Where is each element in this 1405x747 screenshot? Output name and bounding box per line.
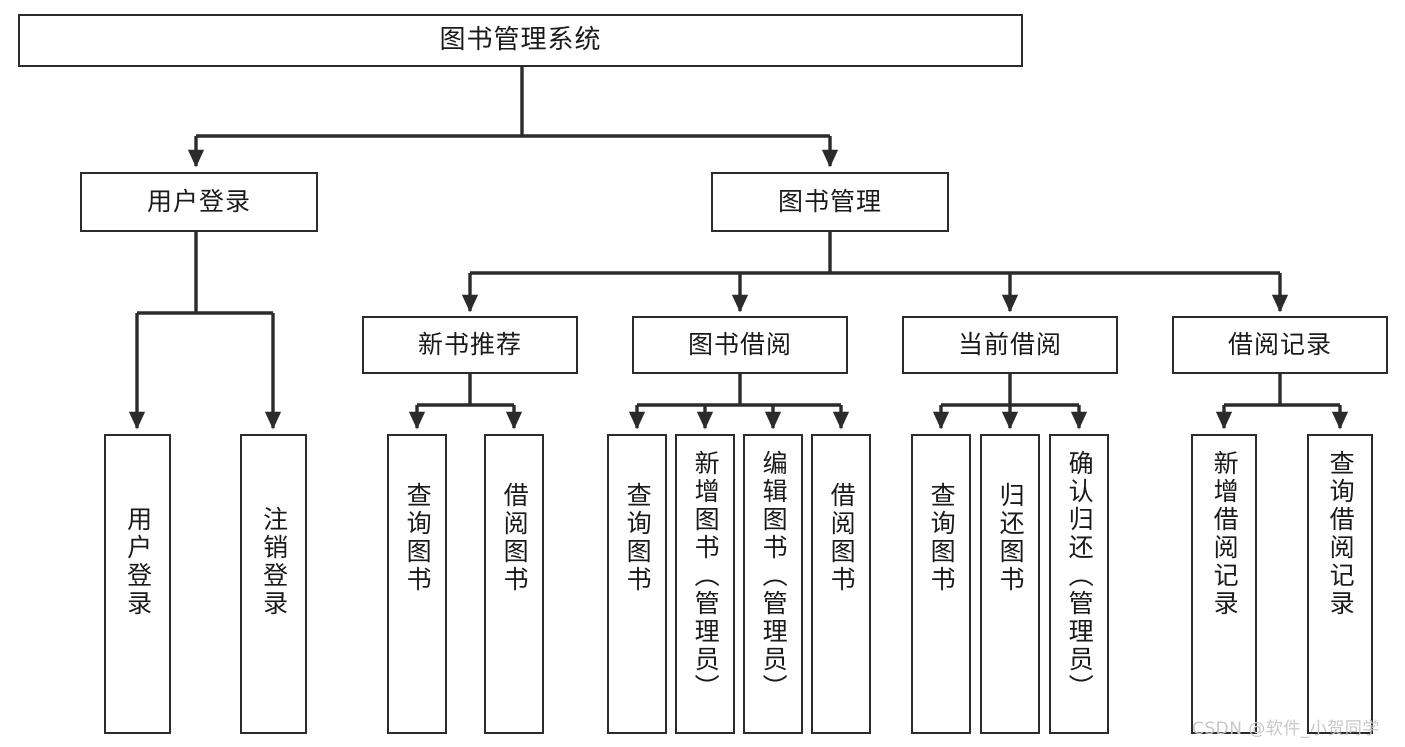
node-leaf-user-logout[interactable]: 注销登录: [240, 434, 307, 734]
node-leaf-borrow-book-1-label: 借阅图书: [500, 482, 530, 594]
node-root[interactable]: 图书管理系统: [18, 14, 1023, 67]
node-book-borrow[interactable]: 图书借阅: [632, 316, 848, 374]
node-leaf-edit-book-label: 编辑图书（管理员）: [759, 450, 789, 702]
node-leaf-user-logout-label: 注销登录: [259, 506, 289, 618]
node-new-book-rec[interactable]: 新书推荐: [362, 316, 578, 374]
node-book-manage[interactable]: 图书管理: [711, 172, 949, 232]
node-leaf-return-book[interactable]: 归还图书: [980, 434, 1040, 734]
node-current-borrow[interactable]: 当前借阅: [902, 316, 1118, 374]
node-leaf-borrow-book-2[interactable]: 借阅图书: [811, 434, 871, 734]
node-leaf-query-book-3[interactable]: 查询图书: [911, 434, 971, 734]
node-leaf-borrow-book-2-label: 借阅图书: [827, 482, 857, 594]
node-leaf-add-book[interactable]: 新增图书（管理员）: [675, 434, 735, 734]
node-borrow-record[interactable]: 借阅记录: [1172, 316, 1388, 374]
node-leaf-add-book-label: 新增图书（管理员）: [691, 450, 721, 702]
node-user-login[interactable]: 用户登录: [80, 172, 318, 232]
node-leaf-edit-book[interactable]: 编辑图书（管理员）: [743, 434, 803, 734]
node-current-borrow-label: 当前借阅: [957, 330, 1062, 360]
node-leaf-user-login-label: 用户登录: [123, 506, 153, 618]
node-leaf-borrow-book-1[interactable]: 借阅图书: [484, 434, 544, 734]
node-leaf-query-book-1-label: 查询图书: [403, 482, 433, 594]
node-leaf-query-record-label: 查询借阅记录: [1326, 450, 1356, 618]
node-book-manage-label: 图书管理: [777, 187, 882, 217]
node-leaf-query-book-2-label: 查询图书: [623, 482, 653, 594]
node-new-book-rec-label: 新书推荐: [417, 330, 522, 360]
node-leaf-query-book-3-label: 查询图书: [927, 482, 957, 594]
node-leaf-confirm-return-label: 确认归还（管理员）: [1065, 450, 1095, 702]
node-leaf-return-book-label: 归还图书: [996, 482, 1026, 594]
watermark: CSDN @软件_小贺同学: [1192, 719, 1380, 739]
node-borrow-record-label: 借阅记录: [1227, 330, 1332, 360]
node-book-borrow-label: 图书借阅: [687, 330, 792, 360]
node-leaf-user-login[interactable]: 用户登录: [104, 434, 171, 734]
node-leaf-query-book-1[interactable]: 查询图书: [387, 434, 447, 734]
node-leaf-query-book-2[interactable]: 查询图书: [607, 434, 667, 734]
node-leaf-add-record[interactable]: 新增借阅记录: [1191, 434, 1257, 734]
node-leaf-confirm-return[interactable]: 确认归还（管理员）: [1049, 434, 1109, 734]
node-root-label: 图书管理系统: [439, 25, 602, 56]
node-leaf-query-record[interactable]: 查询借阅记录: [1307, 434, 1373, 734]
node-leaf-add-record-label: 新增借阅记录: [1210, 450, 1240, 618]
node-user-login-label: 用户登录: [146, 187, 251, 217]
